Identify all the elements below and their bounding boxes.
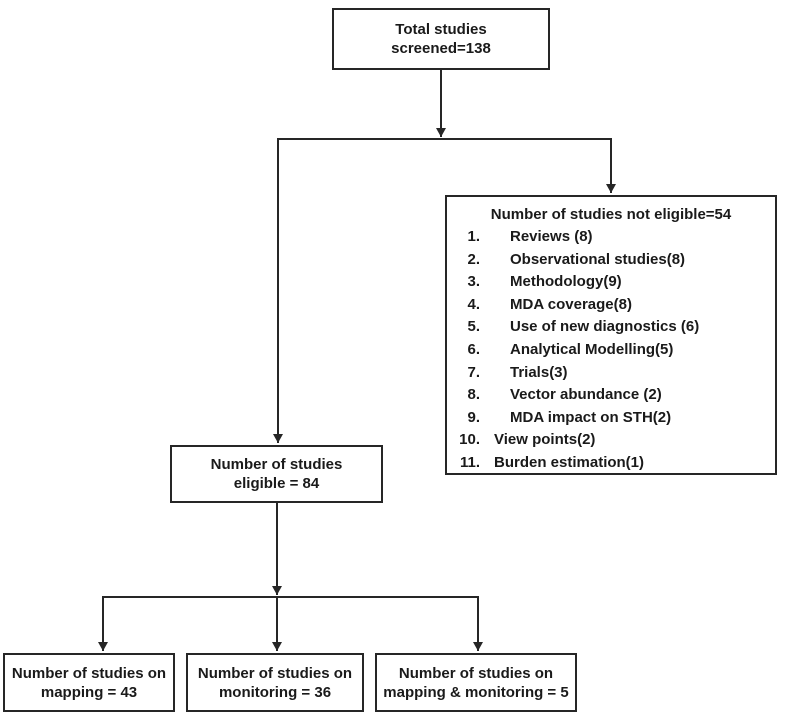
not-eligible-item: 9. MDA impact on STH(2)	[447, 407, 775, 430]
monitoring-line1: Number of studies on	[197, 664, 353, 682]
item-number: 6.	[467, 340, 480, 358]
mapping-monitoring-line1: Number of studies on	[398, 664, 554, 682]
box-eligible: Number of studies eligible = 84	[170, 445, 383, 503]
not-eligible-item: 3. Methodology(9)	[447, 271, 775, 294]
item-number: 9.	[467, 408, 480, 426]
item-label: Vector abundance (2)	[510, 386, 662, 404]
not-eligible-item: 11. Burden estimation(1)	[447, 452, 775, 475]
not-eligible-item: 6. Analytical Modelling(5)	[447, 339, 775, 362]
item-label: Trials(3)	[510, 363, 568, 381]
not-eligible-list: 1. Reviews (8) 2. Observational studies(…	[447, 226, 775, 475]
mapping-line1: Number of studies on	[11, 664, 167, 682]
not-eligible-item: 2. Observational studies(8)	[447, 249, 775, 272]
box-total-screened: Total studies screened=138	[332, 8, 550, 70]
item-number: 3.	[467, 273, 480, 291]
item-label: Analytical Modelling(5)	[510, 340, 674, 358]
item-number: 5.	[467, 318, 480, 336]
eligible-line2: eligible = 84	[233, 475, 320, 492]
mapping-monitoring-line2: mapping & monitoring = 5	[383, 683, 569, 701]
not-eligible-item: 4. MDA coverage(8)	[447, 294, 775, 317]
not-eligible-item: 10. View points(2)	[447, 429, 775, 452]
item-number: 1.	[467, 228, 480, 245]
item-label: View points(2)	[494, 431, 596, 449]
item-number: 8.	[467, 386, 480, 404]
item-label: Reviews (8)	[510, 228, 593, 245]
item-number: 4.	[467, 295, 480, 313]
not-eligible-title: Number of studies not eligible=54	[490, 206, 732, 223]
item-label: MDA coverage(8)	[510, 295, 632, 313]
box-mapping: Number of studies on mapping = 43	[3, 653, 175, 712]
total-screened-line2: screened=138	[391, 40, 491, 57]
item-number: 7.	[467, 363, 480, 381]
not-eligible-item: 1. Reviews (8)	[447, 226, 775, 249]
item-label: Use of new diagnostics (6)	[510, 318, 700, 336]
box-monitoring: Number of studies on monitoring = 36	[186, 653, 364, 712]
item-number: 11.	[459, 453, 480, 471]
item-label: Methodology(9)	[510, 273, 622, 291]
item-label: Burden estimation(1)	[494, 453, 645, 471]
not-eligible-item: 5. Use of new diagnostics (6)	[447, 316, 775, 339]
item-label: Observational studies(8)	[510, 250, 686, 268]
item-number: 2.	[467, 250, 480, 268]
box-not-eligible: Number of studies not eligible=54 1. Rev…	[445, 195, 777, 475]
total-screened-line1: Total studies	[395, 21, 487, 38]
not-eligible-item: 7. Trials(3)	[447, 362, 775, 385]
item-number: 10.	[459, 431, 480, 449]
not-eligible-item: 8. Vector abundance (2)	[447, 384, 775, 407]
box-mapping-monitoring: Number of studies on mapping & monitorin…	[375, 653, 577, 712]
mapping-line2: mapping = 43	[40, 683, 138, 701]
monitoring-line2: monitoring = 36	[218, 683, 332, 701]
item-label: MDA impact on STH(2)	[510, 408, 672, 426]
eligible-line1: Number of studies	[210, 456, 343, 473]
